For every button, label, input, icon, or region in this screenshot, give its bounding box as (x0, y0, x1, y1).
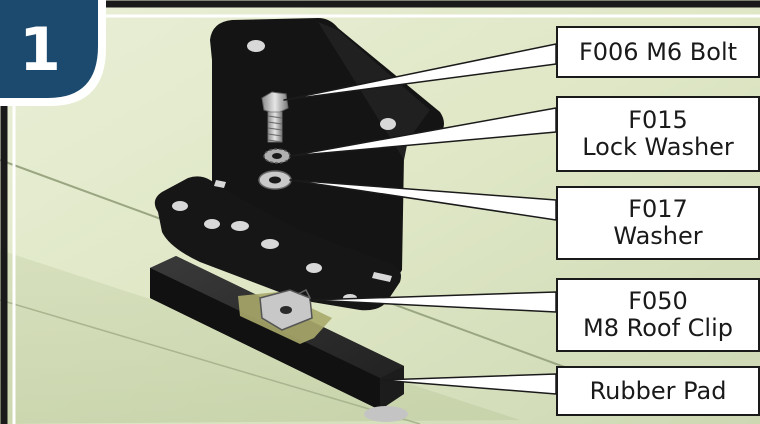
bracket-hole (204, 219, 220, 229)
lock-washer (264, 149, 290, 163)
bracket-hole (380, 118, 396, 130)
step-number: 1 (19, 15, 61, 85)
callout-lock-washer-code: F015 (628, 107, 688, 134)
pad-foot (364, 406, 408, 422)
bracket-hole (172, 201, 188, 211)
bracket-hole (247, 40, 265, 52)
callout-washer-code: F017 (628, 196, 688, 223)
flat-washer (259, 171, 291, 189)
bracket-hole (306, 263, 322, 273)
callout-bolt-label: F006 M6 Bolt (579, 39, 737, 66)
callout-lock-washer: F015 Lock Washer (556, 96, 760, 172)
callout-lock-washer-label: Lock Washer (582, 134, 734, 161)
step-badge: 1 (0, 0, 106, 106)
callout-washer-label: Washer (613, 223, 702, 250)
bracket-hole (231, 221, 249, 231)
callout-washer: F017 Washer (556, 186, 760, 260)
bracket-hole (261, 239, 279, 249)
callout-rubber-pad: Rubber Pad (556, 366, 760, 416)
callout-roof-clip: F050 M8 Roof Clip (556, 278, 760, 352)
callout-bolt: F006 M6 Bolt (556, 26, 760, 78)
callout-rubber-pad-label: Rubber Pad (590, 378, 727, 405)
callout-roof-clip-code: F050 (628, 288, 688, 315)
callout-roof-clip-label: M8 Roof Clip (583, 315, 733, 342)
